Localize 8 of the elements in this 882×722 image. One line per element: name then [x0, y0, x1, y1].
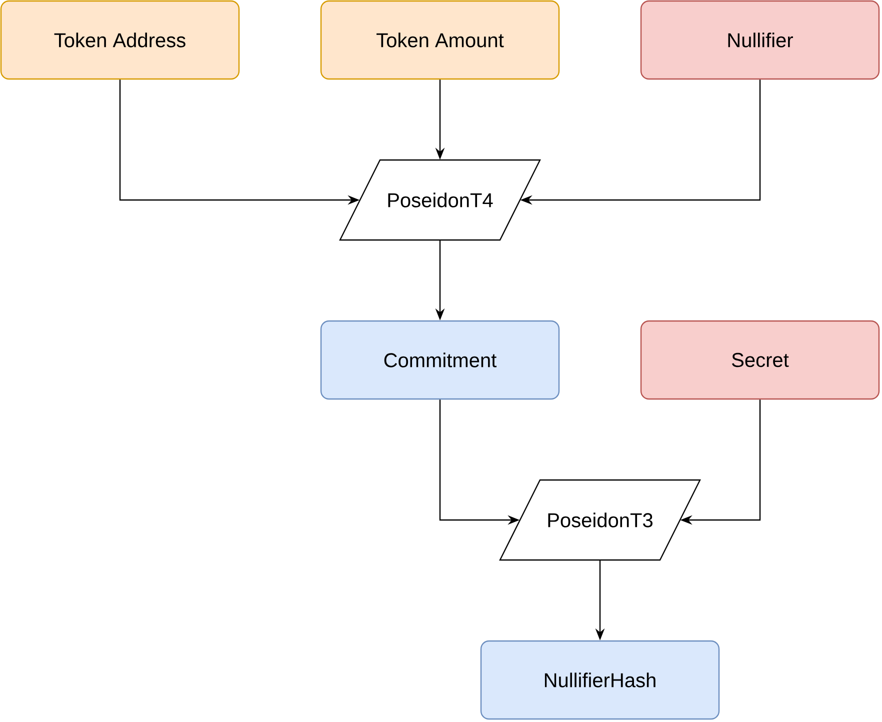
- process-parallelogram: PoseidonT4: [339, 159, 541, 241]
- process-box: Token Amount: [320, 0, 560, 80]
- process-box: Commitment: [320, 320, 560, 400]
- process-box: NullifierHash: [480, 640, 720, 720]
- process-parallelogram: PoseidonT3: [499, 479, 701, 561]
- process-box: Token Address: [0, 0, 240, 80]
- process-box: Nullifier: [640, 0, 880, 80]
- process-box: Secret: [640, 320, 880, 400]
